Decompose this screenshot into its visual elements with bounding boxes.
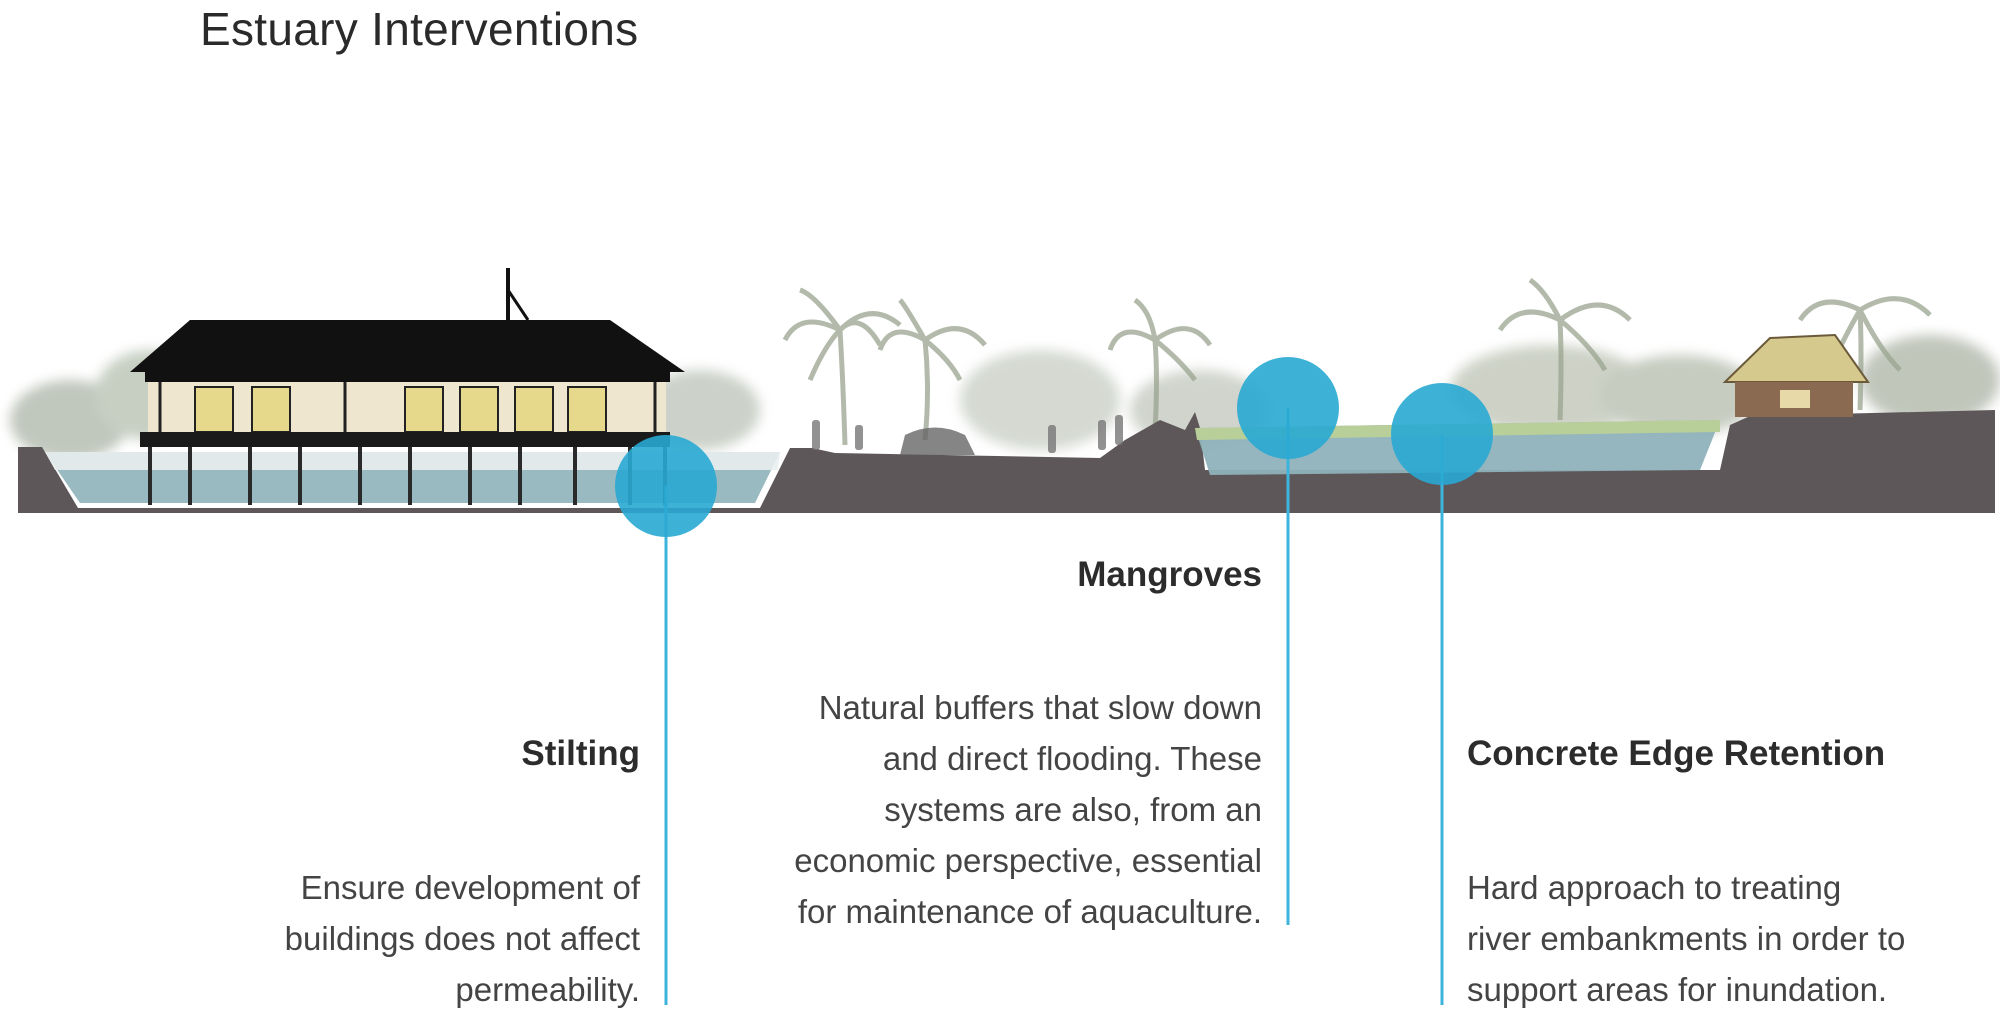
concrete-desc-line: support areas for inundation.	[1467, 971, 1888, 1008]
stilting-description: Ensure development of buildings does not…	[285, 862, 640, 1015]
mangroves-desc-line: economic perspective, essential	[794, 842, 1262, 879]
concrete-edge-retention-marker[interactable]	[1391, 383, 1493, 485]
mangroves-desc-line: for maintenance of aquaculture.	[797, 893, 1262, 930]
stilting-marker[interactable]	[615, 435, 717, 537]
stilting-desc-line: buildings does not affect	[284, 920, 640, 957]
mangroves-desc-line: systems are also, from an	[884, 791, 1262, 828]
page-title: Estuary Interventions	[200, 3, 639, 55]
concrete-desc-line: Hard approach to treating	[1467, 869, 1842, 906]
stilting-label: Stilting	[521, 734, 640, 773]
ground-section	[18, 410, 1995, 513]
palm-trees	[782, 277, 1932, 446]
concrete-edge-retention-label: Concrete Edge Retention	[1467, 734, 1886, 773]
concrete-edge-retention-description: Hard approach to treating river embankme…	[1467, 862, 1905, 1015]
stilt-building	[130, 268, 685, 505]
leader-lines	[664, 408, 1444, 1005]
stilting-desc-line: Ensure development of	[300, 869, 640, 906]
mangroves-description: Natural buffers that slow down and direc…	[794, 682, 1262, 937]
mangroves-marker[interactable]	[1237, 357, 1339, 459]
mangroves-label: Mangroves	[1077, 555, 1262, 594]
concrete-desc-line: river embankments in order to	[1467, 920, 1906, 957]
mangroves-desc-line: Natural buffers that slow down	[818, 689, 1262, 726]
people-and-car	[812, 415, 1123, 455]
thatched-hut	[1722, 333, 1870, 417]
stilting-desc-line: permeability.	[455, 971, 640, 1008]
mangroves-desc-line: and direct flooding. These	[882, 740, 1262, 777]
